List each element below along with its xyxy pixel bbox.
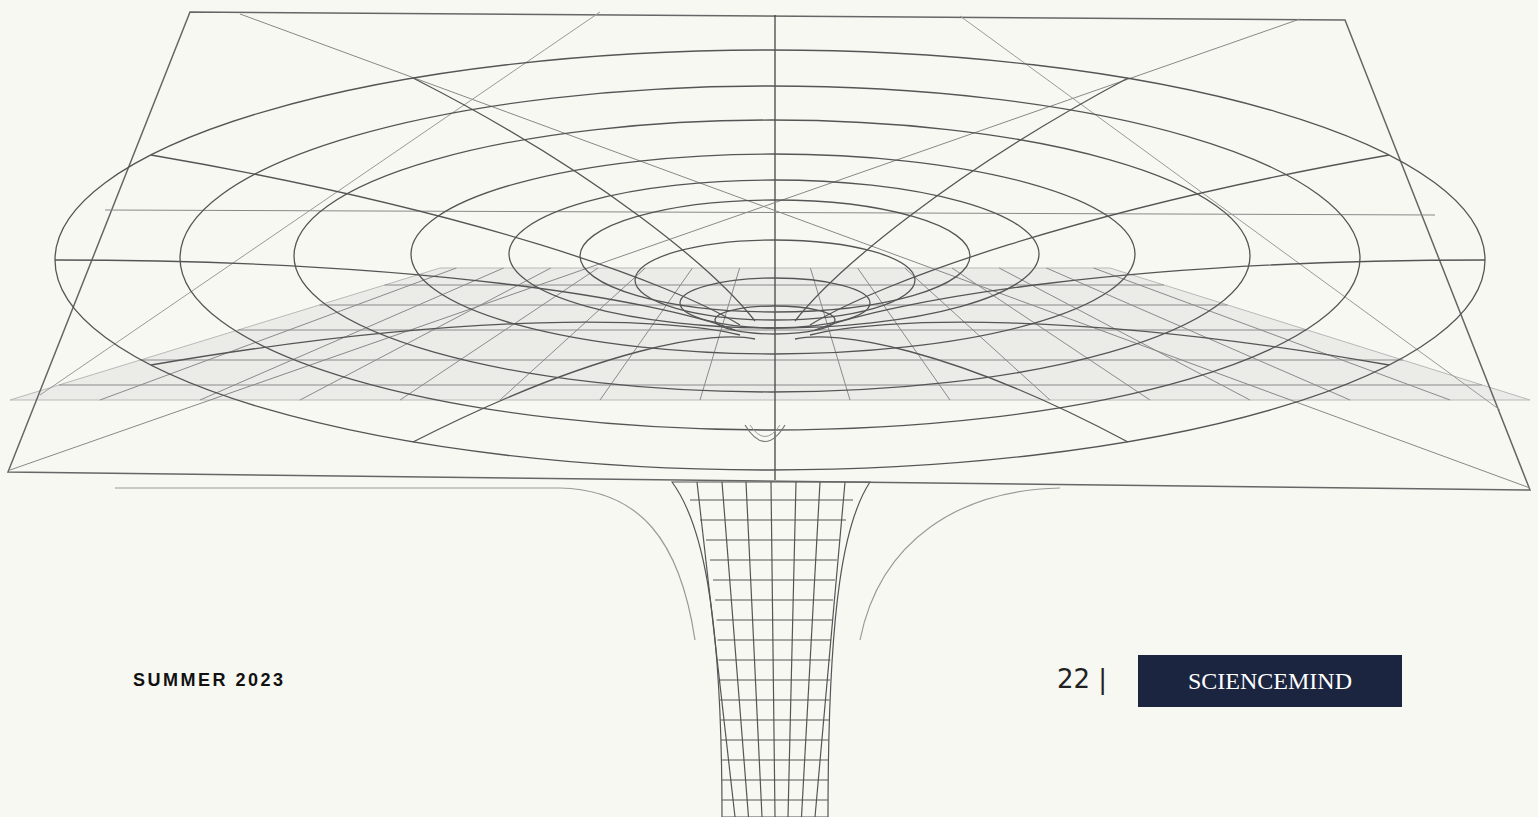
throat-tube [672,482,870,817]
box-text: SCIENCEMIND [1188,668,1352,695]
issue-date: SUMMER 2023 [133,670,286,691]
top-sheet [8,12,1530,490]
sheet-flare [115,488,1060,640]
magazine-name-box: SCIENCEMIND [1138,655,1402,707]
lower-sheet [10,268,1530,400]
page-number: 22 | [1057,664,1107,694]
